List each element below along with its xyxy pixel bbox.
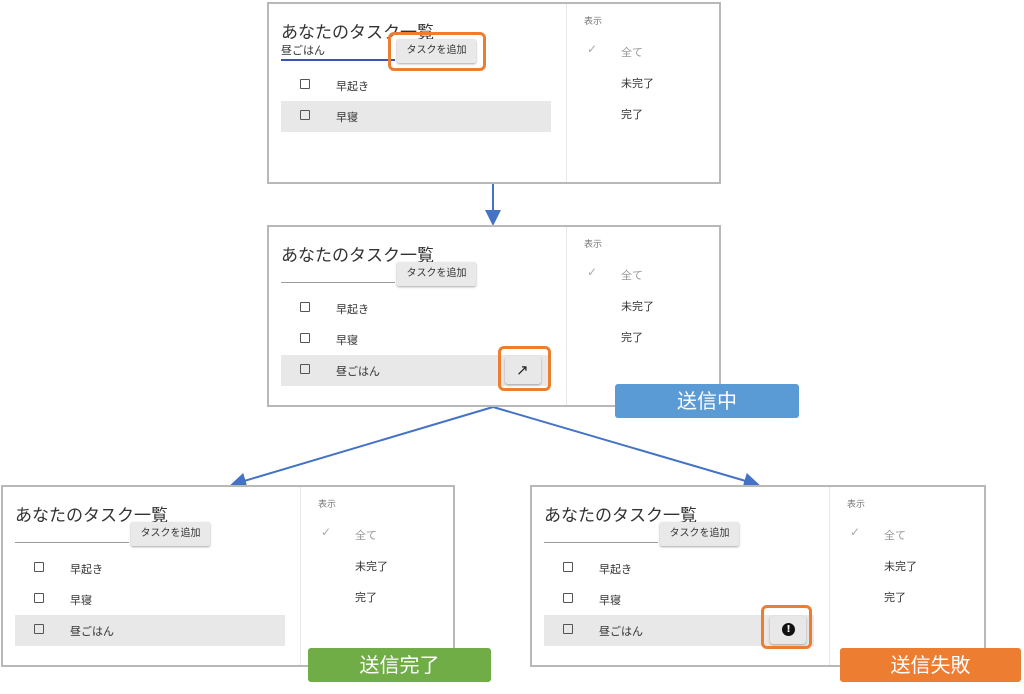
status-sent: 送信完了 [308, 648, 491, 682]
task-row: 早起き [281, 293, 551, 324]
task-input-underline [544, 542, 658, 543]
filter-incomplete[interactable]: 未完了 [884, 560, 917, 573]
check-icon: ✓ [587, 265, 598, 279]
sending-arrow-icon: ↗ [516, 361, 529, 379]
error-icon: ! [782, 623, 795, 636]
todo-panel-input: あなたのタスク一覧 昼ごはん タスクを追加 早起き 早寝 表示 ✓ 全て 未完了… [267, 2, 721, 184]
filter-all[interactable]: 全て [621, 46, 643, 59]
arrow-to-success [230, 406, 494, 489]
task-label: 早起き [599, 563, 632, 576]
task-label: 早起き [70, 563, 103, 576]
task-checkbox[interactable] [34, 562, 44, 572]
status-sending: 送信中 [615, 384, 799, 418]
task-row: 早寝 [281, 324, 551, 355]
filter-all[interactable]: 全て [355, 529, 377, 542]
task-checkbox[interactable] [300, 110, 310, 120]
task-label: 早寝 [336, 334, 358, 347]
task-row: 早寝 [281, 101, 551, 132]
panel-divider [566, 4, 567, 182]
todo-panel-sent: あなたのタスク一覧 タスクを追加 早起き 早寝 昼ごはん 表示 ✓ 全て 未完了… [1, 485, 455, 667]
task-label: 昼ごはん [599, 625, 643, 638]
task-input-underline [281, 59, 395, 61]
filter-incomplete[interactable]: 未完了 [621, 300, 654, 313]
sending-indicator-highlight [498, 346, 551, 391]
filter-header: 表示 [584, 240, 603, 250]
task-row: 昼ごはん [15, 615, 285, 646]
task-checkbox[interactable] [563, 562, 573, 572]
filter-all[interactable]: 全て [621, 269, 643, 282]
panel-divider [300, 487, 301, 665]
check-icon: ✓ [321, 525, 332, 539]
add-task-button[interactable]: タスクを追加 [397, 262, 476, 286]
task-checkbox[interactable] [300, 79, 310, 89]
task-checkbox[interactable] [34, 593, 44, 603]
error-indicator: ! [770, 616, 806, 644]
filter-complete[interactable]: 完了 [884, 591, 906, 604]
add-task-button[interactable]: タスクを追加 [660, 522, 739, 546]
panel-divider [829, 487, 830, 665]
add-task-button[interactable]: タスクを追加 [397, 39, 476, 63]
task-row: 昼ごはん [544, 615, 814, 646]
add-task-button[interactable]: タスクを追加 [131, 522, 210, 546]
task-input[interactable]: 昼ごはん [281, 44, 325, 57]
page-title: あなたのタスク一覧 [15, 506, 168, 526]
error-indicator-highlight [761, 605, 812, 649]
task-input-underline [281, 282, 395, 283]
task-label: 早寝 [599, 594, 621, 607]
task-checkbox[interactable] [300, 364, 310, 374]
page-title: あなたのタスク一覧 [544, 506, 697, 526]
task-label: 早起き [336, 80, 369, 93]
sending-indicator: ↗ [505, 356, 541, 384]
task-row: 早起き [544, 553, 814, 584]
filter-complete[interactable]: 完了 [621, 108, 643, 121]
task-checkbox[interactable] [563, 624, 573, 634]
task-input-underline [15, 542, 129, 543]
add-button-highlight [388, 32, 486, 71]
task-row: 早起き [15, 553, 285, 584]
task-label: 昼ごはん [336, 365, 380, 378]
arrow-to-failure [492, 406, 760, 489]
filter-complete[interactable]: 完了 [621, 331, 643, 344]
filter-all[interactable]: 全て [884, 529, 906, 542]
task-label: 昼ごはん [70, 625, 114, 638]
filter-incomplete[interactable]: 未完了 [355, 560, 388, 573]
task-label: 早起き [336, 303, 369, 316]
filter-incomplete[interactable]: 未完了 [621, 77, 654, 90]
task-checkbox[interactable] [300, 302, 310, 312]
page-title: あなたのタスク一覧 [281, 246, 434, 266]
task-checkbox[interactable] [563, 593, 573, 603]
filter-header: 表示 [584, 17, 603, 27]
task-row: 早寝 [544, 584, 814, 615]
todo-panel-failed: あなたのタスク一覧 タスクを追加 早起き 早寝 昼ごはん ! 表示 ✓ 全て 未… [530, 485, 986, 667]
check-icon: ✓ [850, 525, 861, 539]
check-icon: ✓ [587, 42, 598, 56]
status-failed: 送信失敗 [840, 648, 1021, 682]
task-row: 早寝 [15, 584, 285, 615]
task-checkbox[interactable] [34, 624, 44, 634]
filter-header: 表示 [318, 500, 337, 510]
page-title: あなたのタスク一覧 [281, 23, 434, 43]
task-row: 早起き [281, 70, 551, 101]
filter-complete[interactable]: 完了 [355, 591, 377, 604]
todo-panel-sending: あなたのタスク一覧 タスクを追加 早起き 早寝 昼ごはん ↗ 表示 ✓ 全て 未… [267, 225, 721, 407]
task-label: 早寝 [70, 594, 92, 607]
task-label: 早寝 [336, 111, 358, 124]
filter-header: 表示 [847, 500, 866, 510]
panel-divider [566, 227, 567, 405]
task-checkbox[interactable] [300, 333, 310, 343]
